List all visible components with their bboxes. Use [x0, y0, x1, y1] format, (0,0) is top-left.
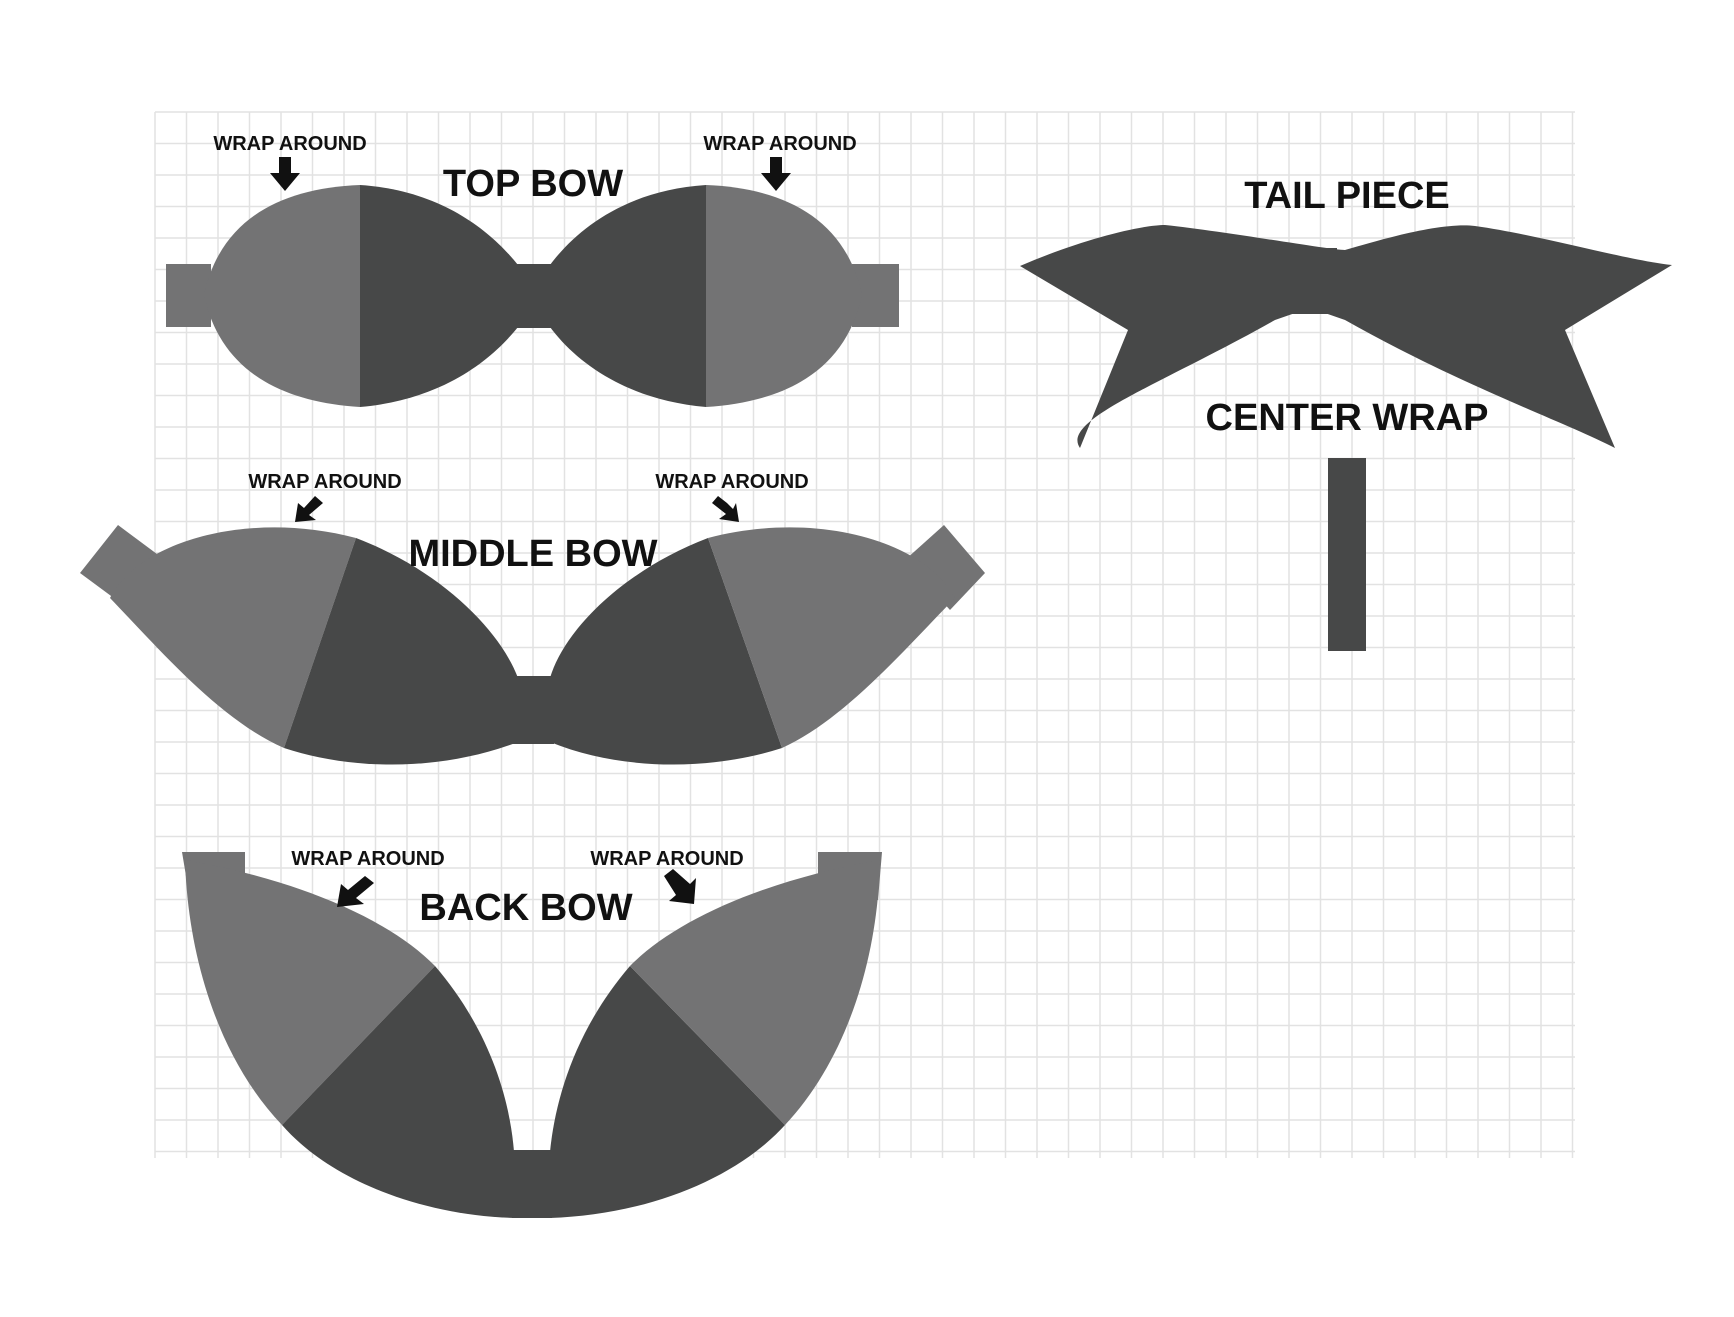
- arrow-diagonal-icon: [664, 869, 696, 904]
- tail-piece-neck: [1283, 248, 1337, 314]
- top-bow-wrap-right-label: WRAP AROUND: [703, 133, 856, 155]
- center-wrap-strip: [1328, 458, 1366, 651]
- back-bow-wrap-left-label: WRAP AROUND: [291, 848, 444, 870]
- arrow-diagonal-icon: [337, 876, 374, 907]
- middle-bow-left-wing-outer: [110, 527, 356, 748]
- middle-bow-left-wing-inner: [284, 538, 518, 765]
- arrow-down-icon: [270, 157, 300, 191]
- middle-bow-right-tab: [905, 525, 985, 610]
- middle-bow: [80, 525, 985, 765]
- top-bow-left-lobe-inner: [360, 185, 518, 407]
- back-bow-wrap-right-label: WRAP AROUND: [590, 848, 743, 870]
- top-bow-right-lobe-outer: [706, 185, 862, 407]
- middle-bow-title: MIDDLE BOW: [408, 533, 657, 575]
- wrap-arrows: [270, 157, 791, 907]
- arrow-diagonal-icon: [295, 496, 323, 522]
- top-bow-left-lobe-outer: [204, 185, 360, 407]
- back-bow: [182, 852, 882, 1218]
- back-bow-right-inner: [550, 966, 785, 1218]
- middle-bow-wrap-left-label: WRAP AROUND: [248, 471, 401, 493]
- top-bow-left-tab: [166, 264, 211, 327]
- middle-bow-wrap-right-label: WRAP AROUND: [655, 471, 808, 493]
- top-bow-title: TOP BOW: [443, 163, 623, 205]
- top-bow: [166, 185, 899, 407]
- back-bow-left-inner: [282, 966, 514, 1218]
- arrow-down-icon: [761, 157, 791, 191]
- back-bow-title: BACK BOW: [419, 887, 632, 929]
- tail-piece: [1020, 225, 1672, 448]
- top-bow-wrap-left-label: WRAP AROUND: [213, 133, 366, 155]
- tail-piece-title: TAIL PIECE: [1244, 175, 1450, 217]
- middle-bow-right-wing-outer: [708, 527, 955, 748]
- middle-bow-right-wing-inner: [550, 538, 782, 765]
- center-wrap-title: CENTER WRAP: [1206, 397, 1489, 439]
- arrow-diagonal-icon: [712, 496, 739, 522]
- back-bow-center-band: [512, 1150, 552, 1218]
- back-bow-right-outer: [630, 860, 880, 1125]
- middle-bow-center-band: [512, 676, 554, 744]
- top-bow-right-lobe-inner: [550, 185, 706, 407]
- back-bow-left-outer: [185, 860, 435, 1125]
